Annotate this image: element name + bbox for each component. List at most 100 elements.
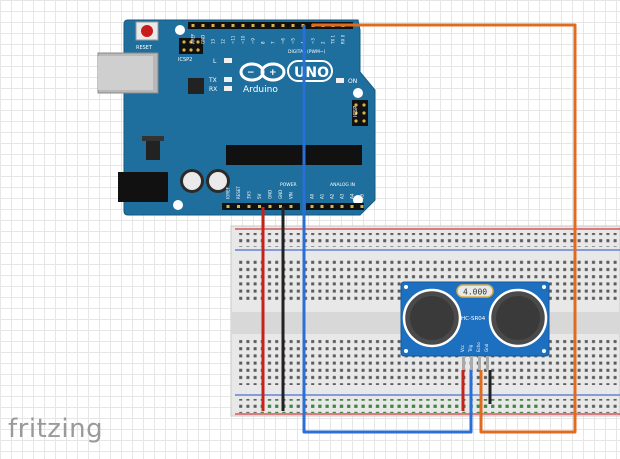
sensor-pin-gnd: [486, 356, 489, 370]
mounting-hole: [353, 88, 363, 98]
icsp-header: [352, 100, 368, 126]
digital-pin: [221, 24, 225, 27]
led-rx-label: RX: [209, 86, 217, 93]
arduino-board-body: [123, 19, 376, 216]
power-pin: [258, 205, 261, 208]
power-pin-label: GND: [268, 190, 273, 199]
analog-pin: [310, 205, 314, 208]
capacitor-2-top: [209, 172, 227, 190]
power-pin-label: 3V3: [247, 191, 252, 199]
sensor-mount-hole: [542, 285, 546, 289]
reset-button[interactable]: [141, 25, 153, 37]
fritzing-logo: fritzing: [8, 414, 104, 444]
power-pin: [289, 205, 293, 208]
sensor-pin-trig: [470, 356, 473, 370]
power-pin-label: RESET: [236, 186, 241, 199]
analog-pin-label: A3: [340, 193, 345, 199]
dc-power-jack: [118, 172, 168, 202]
sensor-model-label: HC-SR04: [461, 316, 486, 322]
digital-pin: [261, 24, 265, 27]
digital-pin-label: GND: [201, 35, 206, 44]
icsp-label: ICSP: [353, 106, 359, 117]
receiver-mesh: [496, 296, 540, 340]
mounting-hole: [175, 25, 185, 35]
sensor-pin-label: Vcc: [460, 345, 465, 352]
digital-pin: [281, 24, 285, 27]
digital-pin-label: ~11: [231, 35, 236, 44]
wire-trig-blue: [302, 25, 473, 434]
power-pin-label: VIN: [289, 192, 294, 199]
digital-pin-label: ~5: [291, 38, 296, 44]
led-rx: [224, 86, 232, 91]
digital-label: DIGITAL (PWM~): [288, 49, 326, 55]
digital-pin-label: RX 0: [341, 34, 346, 44]
usb-chip: [188, 78, 204, 94]
svg-text:−: −: [247, 68, 255, 78]
digital-pin: [251, 24, 255, 27]
atmega-chip: [226, 145, 362, 165]
power-pin-label: 5V: [257, 193, 262, 199]
brand-label: Arduino: [243, 85, 278, 95]
digital-pin: [201, 24, 205, 27]
analog-pin: [360, 205, 364, 208]
digital-pin-label: 12: [221, 38, 226, 44]
crystal-label: 4.000: [463, 288, 487, 297]
power-pin: [268, 205, 272, 208]
power-pin-label: IOREF: [226, 186, 231, 199]
analog-pin-label: A1: [320, 193, 325, 199]
digital-pin-label: 8: [261, 41, 266, 44]
capacitor-1-top: [183, 172, 201, 190]
uno-badge: [287, 60, 333, 82]
analog-pin-label: A4: [350, 193, 355, 199]
crystal-oscillator: [456, 284, 494, 298]
digital-pin-label: AREF: [191, 33, 196, 44]
top-power-rail-holes: [236, 233, 620, 247]
led-l: [224, 58, 232, 63]
analog-pin: [340, 205, 344, 208]
icsp2-label: ICSP2: [178, 57, 192, 63]
power-pin: [279, 205, 282, 208]
power-label: POWER: [280, 182, 297, 188]
digital-pin: [231, 24, 235, 27]
voltage-regulator: [146, 140, 160, 160]
sensor-pin-label: Gnd: [484, 343, 489, 352]
digital-header: [188, 22, 353, 29]
digital-pin-label: ~9: [251, 38, 256, 44]
analog-pin-label: A5: [360, 193, 365, 199]
led-on: [336, 78, 344, 83]
analog-pin: [350, 205, 354, 208]
analog-pin-label: A0: [310, 193, 315, 199]
digital-pin-label: ~10: [241, 35, 246, 44]
model-label: UNO: [294, 65, 329, 81]
power-pin: [226, 205, 230, 208]
on-label: ON: [348, 78, 357, 85]
digital-pin-label: TX 1: [331, 35, 336, 45]
sensor-pin-vcc: [462, 356, 465, 370]
led-tx: [224, 77, 232, 82]
usb-connector-face: [98, 56, 153, 90]
analog-pin: [320, 205, 324, 208]
digital-pin: [291, 24, 295, 27]
wires: [261, 23, 577, 434]
mounting-hole: [173, 200, 183, 210]
analog-pin-label: A2: [330, 193, 335, 199]
icsp2-header: [179, 38, 203, 54]
analog-pin-labels: A0 A1 A2 A3 A4 A5: [310, 193, 365, 208]
analog-header: [306, 203, 364, 210]
power-pin: [247, 205, 251, 208]
digital-pin: [191, 24, 195, 27]
svg-text:+: +: [269, 68, 277, 78]
sensor-pin-label: Echo: [476, 342, 481, 352]
bottom-rail-active-holes-2: [310, 399, 540, 413]
led-tx-label: TX: [208, 77, 217, 84]
led-l-label: L: [213, 58, 217, 65]
regulator-tab: [142, 136, 164, 141]
wire-echo-orange: [312, 23, 577, 434]
sensor-mount-hole: [404, 285, 408, 289]
digital-pin: [211, 24, 215, 27]
